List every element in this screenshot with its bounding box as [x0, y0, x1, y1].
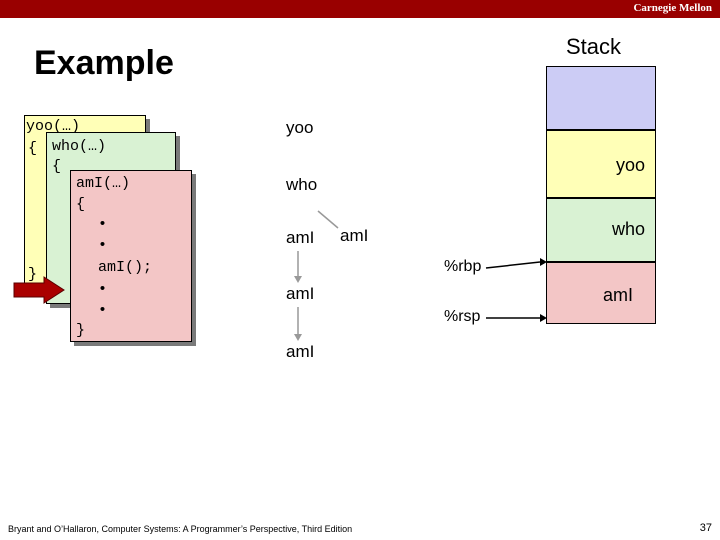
rsp-arrowhead	[540, 314, 547, 322]
rsp-register-label: %rsp	[444, 308, 481, 325]
stack-top-region	[546, 66, 656, 130]
ami-code-line-8: }	[76, 322, 86, 339]
execution-pointer-icon	[13, 276, 65, 304]
stack-frame-ami: amI	[546, 262, 656, 324]
slide-title: Example	[34, 44, 174, 82]
yoo-code-line-3: }	[28, 266, 38, 283]
yoo-code-line-1: yoo(…)	[26, 118, 81, 135]
call-tree-ami-3: amI	[286, 284, 315, 303]
stack-frame-ami-label: amI	[602, 285, 633, 305]
call-tree-ami-4: amI	[286, 342, 315, 361]
stack-frame-who-label: who	[611, 219, 645, 239]
connector-ami-ami	[317, 210, 339, 229]
footer-citation: Bryant and O’Hallaron, Computer Systems:…	[8, 524, 353, 534]
ami-code-frame	[70, 170, 192, 342]
connector-arrowhead-1	[294, 276, 302, 283]
call-tree-who: who	[286, 175, 318, 194]
who-code-line-1: who(…)	[52, 138, 107, 155]
ami-code-line-2: {	[76, 196, 86, 213]
stack-frame-yoo-label: yoo	[615, 155, 645, 175]
yoo-code-line-2: {	[28, 140, 38, 157]
rbp-arrow	[485, 261, 541, 269]
stack-frame-who: who	[546, 198, 656, 262]
ami-code-line-6: •	[98, 281, 108, 298]
ami-code-line-4: •	[98, 237, 108, 254]
call-tree-yoo: yoo	[286, 118, 314, 137]
call-tree-ami-1: amI	[286, 228, 315, 247]
ami-code-line-1: amI(…)	[76, 175, 131, 192]
stack-label: Stack	[566, 34, 622, 59]
rbp-arrowhead	[540, 258, 547, 266]
ami-code-line-3: •	[98, 216, 108, 233]
who-code-line-2: {	[52, 158, 62, 175]
ami-code-line-5: amI();	[98, 259, 153, 276]
page-number: 37	[699, 522, 712, 534]
rbp-register-label: %rbp	[444, 258, 482, 275]
header-bar: Carnegie Mellon	[0, 0, 720, 18]
connector-arrowhead-2	[294, 334, 302, 341]
ami-code-line-7: •	[98, 302, 108, 319]
call-tree-ami-2: amI	[340, 226, 369, 245]
brand-label: Carnegie Mellon	[633, 2, 712, 14]
stack-frame-yoo: yoo	[546, 130, 656, 198]
